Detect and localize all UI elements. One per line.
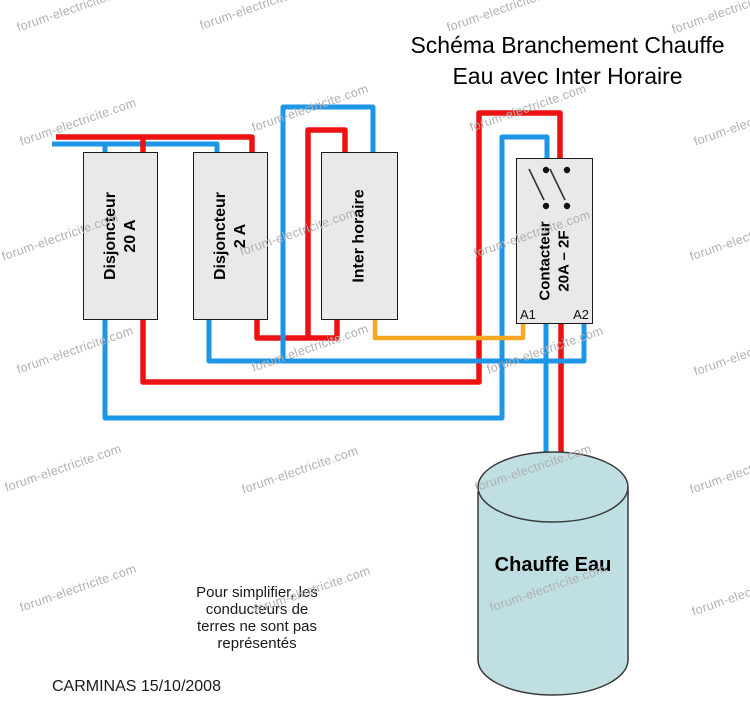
breaker-2a-box: Disjoncteur 2 A xyxy=(193,152,268,320)
author-credit: CARMINAS 15/10/2008 xyxy=(52,678,221,695)
contactor-pole2-top-terminal xyxy=(563,166,571,174)
water-heater-label: Chauffe Eau xyxy=(494,554,612,576)
wire-neutral-disj2-to-a2 xyxy=(206,316,587,364)
timer-label: Inter horaire xyxy=(350,189,368,283)
breaker-20a-box: Disjoncteur 20 A xyxy=(83,152,158,320)
breaker-2a-label-line2: 2 A xyxy=(231,223,249,249)
note-line1: Pour simplifier, les xyxy=(196,584,318,601)
breaker-20a-label-line1: Disjoncteur xyxy=(101,191,119,281)
breaker-2a-label: Disjoncteur 2 A xyxy=(211,192,251,280)
breaker-20a-label-line2: 20 A xyxy=(121,219,139,253)
diagram-title: Schéma Branchement Chauffe Eau avec Inte… xyxy=(385,30,750,92)
terminal-a1-label: A1 xyxy=(520,307,536,322)
contactor-box: Contacteur 20A – 2F A1 A2 xyxy=(516,158,593,324)
note-line2: conducteurs de xyxy=(205,601,309,618)
simplification-note: Pour simplifier, les conducteurs de terr… xyxy=(152,584,362,652)
contactor-pole1-bottom-terminal xyxy=(542,202,550,210)
breaker-2a-label-line1: Disjoncteur xyxy=(211,191,229,281)
wire-timer-to-a1 xyxy=(372,316,526,341)
wire-neutral-disj20-to-contactor xyxy=(102,134,550,421)
contactor-pole2-bottom-terminal xyxy=(563,202,571,210)
contactor-pole1-blade xyxy=(528,168,545,201)
tank-top-rim xyxy=(477,451,629,523)
note-line4: représentés xyxy=(217,635,297,652)
wire-phase-feed xyxy=(56,134,255,157)
wire-phase-loop-to-timer-top xyxy=(305,127,348,338)
timer-box: Inter horaire xyxy=(321,152,398,320)
water-heater-tank xyxy=(477,451,629,696)
breaker-20a-label: Disjoncteur 20 A xyxy=(101,192,141,280)
contactor-label-line2: 20A – 2F xyxy=(555,230,573,292)
wire-phase-disj2-to-timer-bottom xyxy=(254,316,340,341)
diagram-title-line1: Schéma Branchement Chauffe xyxy=(410,32,725,58)
terminal-a2-label: A2 xyxy=(573,307,589,322)
wire-neutral-timer-supply xyxy=(280,104,376,361)
wire-phase-disj20-to-contactor xyxy=(140,110,563,385)
contactor-coil-terminals: A1 A2 xyxy=(517,307,592,323)
note-line3: terres ne sont pas xyxy=(196,618,318,635)
contactor-pole1-top-terminal xyxy=(542,166,550,174)
contactor-pole2-blade xyxy=(549,168,566,201)
contactor-switch-symbol xyxy=(528,166,571,210)
diagram-title-line2: Eau avec Inter Horaire xyxy=(452,63,683,89)
